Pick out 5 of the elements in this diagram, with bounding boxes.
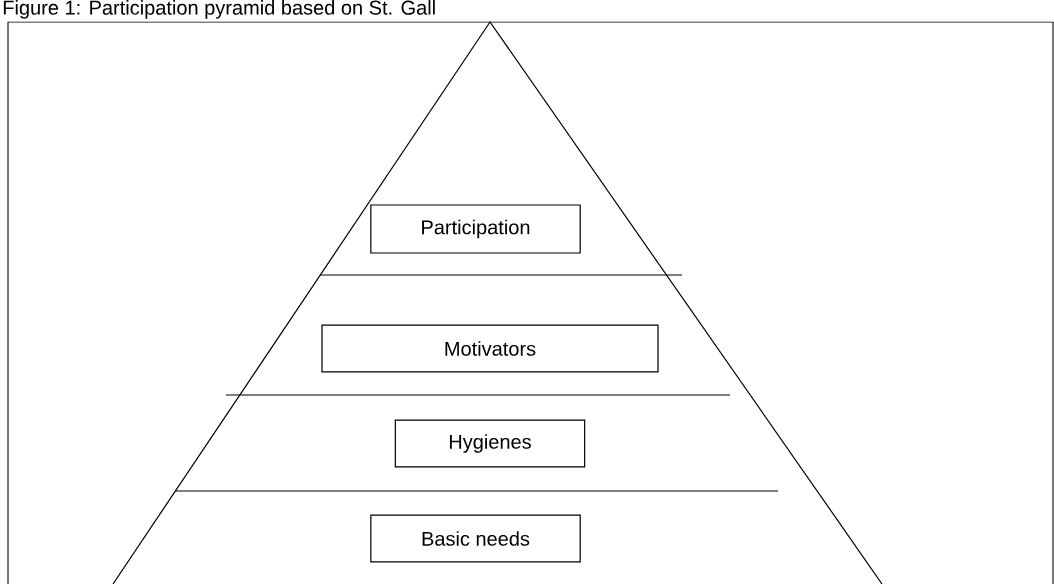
level-box: Motivators bbox=[321, 324, 659, 373]
level-box: Participation bbox=[370, 204, 581, 254]
level-box: Hygienes bbox=[394, 419, 586, 468]
level-box: Basic needs bbox=[370, 514, 581, 563]
title: Figure 1: Participation pyramid based on St. Gall bbox=[3, 0, 435, 19]
